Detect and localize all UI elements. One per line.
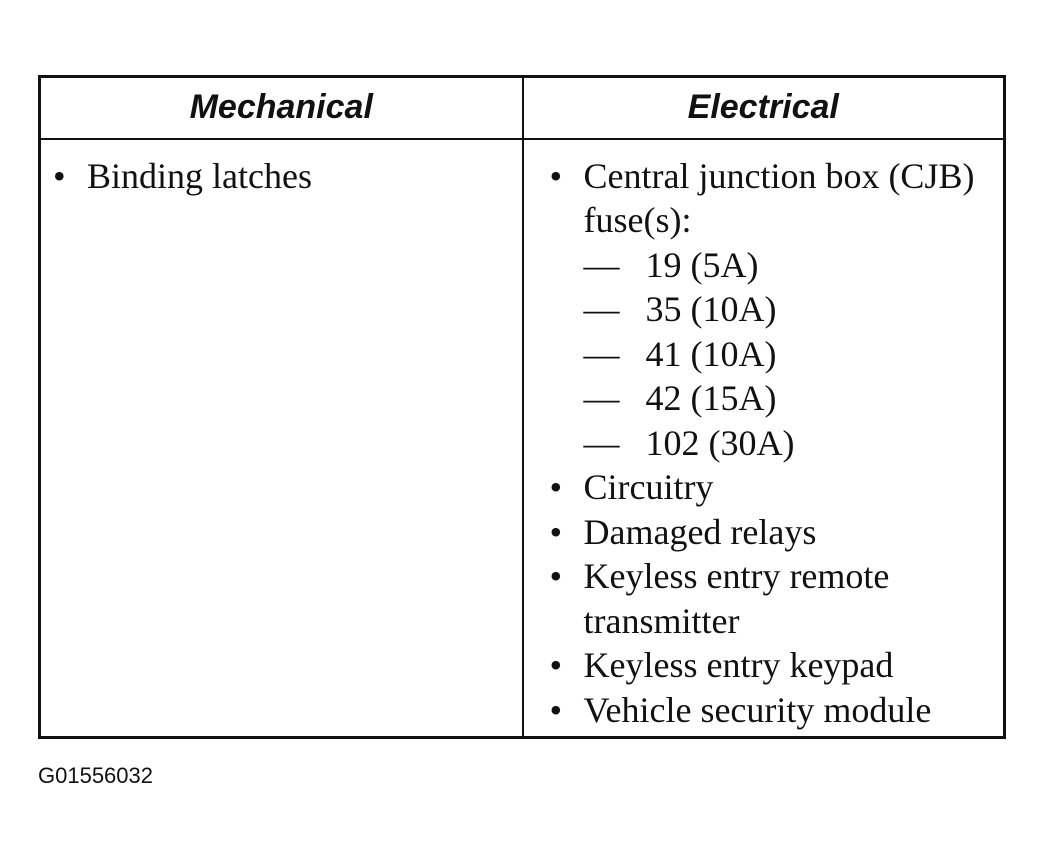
fuse-text: 42 (15A) (645, 378, 777, 418)
dash-glyph: — (583, 333, 620, 374)
fuse-text: 41 (10A) (645, 333, 777, 374)
electrical-header: Electrical (522, 76, 1005, 140)
list-item: • Damaged relays (548, 510, 1003, 555)
bullet-glyph: • (549, 645, 563, 685)
bullet-glyph: • (549, 556, 563, 596)
dash-glyph: — (583, 244, 620, 285)
fuse-text: 19 (5A) (645, 244, 759, 285)
mechanical-cell: • Binding latches (39, 138, 524, 738)
dash-glyph: — (583, 422, 620, 463)
bullet-glyph: • (549, 689, 563, 730)
bullet-glyph: • (549, 467, 563, 507)
list-item: •Central junction box (CJB) fuse(s):—19 … (548, 154, 1003, 466)
item-text: Central junction box (CJB) fuse(s): (583, 155, 975, 241)
fuse-item: — 42 (15A) (584, 376, 1003, 421)
item-text: Keyless entry remote transmitter (583, 556, 890, 641)
mechanical-list: • Binding latches (51, 154, 521, 199)
bullet-glyph: • (53, 155, 66, 196)
body-row: • Binding latches • Central junction box (… (39, 138, 1005, 738)
list-item: • Keyless entry remote transmitter (548, 554, 1003, 643)
symptom-table: Mechanical Electrical • Binding latches •… (38, 75, 1006, 739)
item-text: Circuitry (583, 467, 714, 507)
dash-glyph: — (583, 289, 620, 329)
fuse-text: 102 (30A) (645, 422, 795, 463)
mechanical-header: Mechanical (39, 76, 524, 140)
list-item: • Binding latches (51, 154, 521, 199)
fuse-text: 35 (10A) (645, 289, 777, 329)
list-item: • Circuitry (548, 465, 1003, 510)
dash-glyph: — (583, 378, 620, 418)
item-text: Damaged relays (583, 511, 817, 552)
fuse-list: — 19 (5A) — 35 (10A) — 41 (10A) — 42 (15A) — 102 … (584, 243, 1003, 466)
bullet-glyph: • (549, 511, 563, 552)
electrical-cell: •Central junction box (CJB) fuse(s):—19 … (523, 139, 1005, 738)
fuse-item: — 35 (10A) (584, 287, 1003, 332)
item-text: Binding latches (87, 155, 312, 196)
item-text: Keyless entry keypad (583, 645, 894, 685)
bullet-glyph: • (549, 155, 563, 196)
item-text: Vehicle security module (583, 689, 932, 730)
list-item: • Keyless entry keypad (548, 643, 1003, 688)
figure-id: G01556032 (38, 763, 153, 788)
header-row: Mechanical Electrical (39, 76, 1005, 140)
fuse-item: — 41 (10A) (584, 332, 1003, 377)
fuse-item: — 102 (30A) (584, 421, 1003, 466)
fuse-item: — 19 (5A) (584, 243, 1003, 288)
list-item: • Vehicle security module (548, 688, 1003, 733)
electrical-list: •Central junction box (CJB) fuse(s):—19 … (548, 154, 1003, 733)
